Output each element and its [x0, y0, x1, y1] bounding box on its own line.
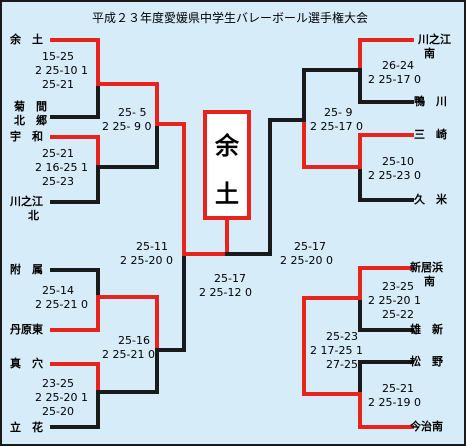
- score-r2-set2: 2 25-23 0: [368, 169, 421, 182]
- champion-char-2: 土: [215, 180, 239, 208]
- team-yodo: 余 土: [10, 33, 43, 46]
- score-r34-set2: 2 17-25 1: [310, 344, 363, 357]
- line-l2-lose: [50, 165, 100, 204]
- score-lsemi-set2: 2 25-20 0: [120, 254, 173, 267]
- team-kawanoe-kita-1: 川之江: [10, 195, 43, 208]
- score-l2-set2: 2 16-25 1: [35, 161, 88, 174]
- line-r12-out: [268, 118, 306, 256]
- team-fuzoku: 附 属: [10, 263, 43, 276]
- score-r3-set3: 25-22: [382, 308, 414, 321]
- score-l34-set2: 2 25-21 0: [102, 348, 155, 361]
- score-l1-set2: 2 25-10 1: [35, 64, 88, 77]
- team-kume: 久 米: [414, 193, 447, 206]
- team-niihama-minami-1: 新居浜: [410, 261, 443, 274]
- score-l3-set1: 25-14: [42, 284, 74, 297]
- team-kawanoe-minami-2: 南: [424, 47, 435, 60]
- champion-box: 余 土: [203, 110, 251, 220]
- line-final-left: [182, 218, 229, 256]
- line-r1-win: [358, 38, 414, 72]
- page-title: 平成２３年度愛媛県中学生バレーボール選手権大会: [92, 11, 369, 25]
- score-r4-set1: 25-21: [382, 382, 414, 395]
- score-r34-set1: 25-23: [326, 330, 358, 343]
- score-l2-set3: 25-23: [42, 175, 74, 188]
- score-r4-set2: 2 25-19 0: [368, 396, 421, 409]
- line-l3-a: [50, 268, 100, 299]
- score-l4-set2: 2 25-20 1: [35, 391, 88, 404]
- team-kawanoe-kita-2: 北: [28, 209, 39, 222]
- team-tachibana: 立 花: [10, 421, 43, 434]
- line-l4-b: [50, 390, 100, 429]
- score-r1-set1: 26-24: [382, 59, 414, 72]
- line-l12-b: [96, 122, 159, 169]
- score-lsemi-set1: 25-11: [136, 240, 168, 253]
- line-l4-a: [50, 362, 100, 394]
- line-l2-win: [50, 135, 100, 169]
- score-l34-set1: 25-16: [118, 334, 150, 347]
- line-l12-a: [96, 82, 159, 126]
- line-l34-out: [155, 252, 186, 352]
- score-l4-set1: 23-25: [42, 377, 74, 390]
- team-tanbara-higashi: 丹原東: [10, 323, 43, 336]
- score-l12-set1: 25- 5: [118, 106, 147, 119]
- team-matsuno: 松 野: [410, 355, 443, 368]
- line-l3-b: [50, 295, 100, 332]
- line-l34-a: [96, 295, 159, 352]
- score-r3-set2: 2 25-20 1: [368, 294, 421, 307]
- team-niihama-minami-2: 南: [424, 275, 435, 288]
- team-kitago: 北 郷: [14, 114, 47, 127]
- score-r1-set2: 2 25-17 0: [368, 73, 421, 86]
- champion-char-1: 余: [215, 132, 239, 160]
- score-l1-set3: 25-21: [42, 78, 74, 91]
- line-r2-win: [358, 133, 414, 169]
- score-r12-set1: 25- 9: [324, 106, 353, 119]
- team-kikuma: 菊 間: [14, 100, 47, 113]
- line-l1-lose: [50, 82, 100, 119]
- line-r1-lose: [358, 68, 414, 104]
- score-l3-set2: 2 25-21 0: [35, 298, 88, 311]
- score-final-set1: 25-17: [214, 272, 246, 285]
- score-l1-set1: 15-25: [42, 50, 74, 63]
- team-kamogawa: 鴨 川: [414, 95, 447, 108]
- score-final-set2: 2 25-12 0: [199, 286, 252, 299]
- team-maana: 真 穴: [10, 357, 43, 370]
- line-r12-b: [302, 118, 362, 169]
- line-l34-b: [96, 348, 159, 394]
- line-r4-a: [358, 360, 414, 396]
- score-rsemi-set1: 25-17: [294, 240, 326, 253]
- line-r2-lose: [358, 165, 414, 202]
- score-r12-set2: 2 25-17 0: [310, 120, 363, 133]
- line-r3-win: [358, 266, 414, 300]
- team-imabari-minami: 今治南: [410, 420, 443, 433]
- score-rsemi-set2: 2 25-20 0: [280, 254, 333, 267]
- score-l12-set2: 2 25- 9 0: [102, 120, 152, 133]
- team-kawanoe-minami-1: 川之江: [418, 33, 451, 46]
- line-r4-b: [358, 392, 414, 429]
- score-r3-set1: 23-25: [382, 280, 414, 293]
- team-yushin: 雄 新: [410, 323, 443, 336]
- score-l4-set3: 25-20: [42, 405, 74, 418]
- score-l2-set1: 25-21: [42, 147, 74, 160]
- line-r12-a: [302, 68, 362, 122]
- team-uwa: 宇 和: [10, 130, 43, 143]
- line-l12-out: [155, 122, 186, 256]
- line-r3-lose: [358, 296, 414, 332]
- score-r34-set3: 27-25: [326, 358, 358, 371]
- score-r2-set1: 25-10: [382, 155, 414, 168]
- team-misaki: 三 崎: [414, 128, 447, 141]
